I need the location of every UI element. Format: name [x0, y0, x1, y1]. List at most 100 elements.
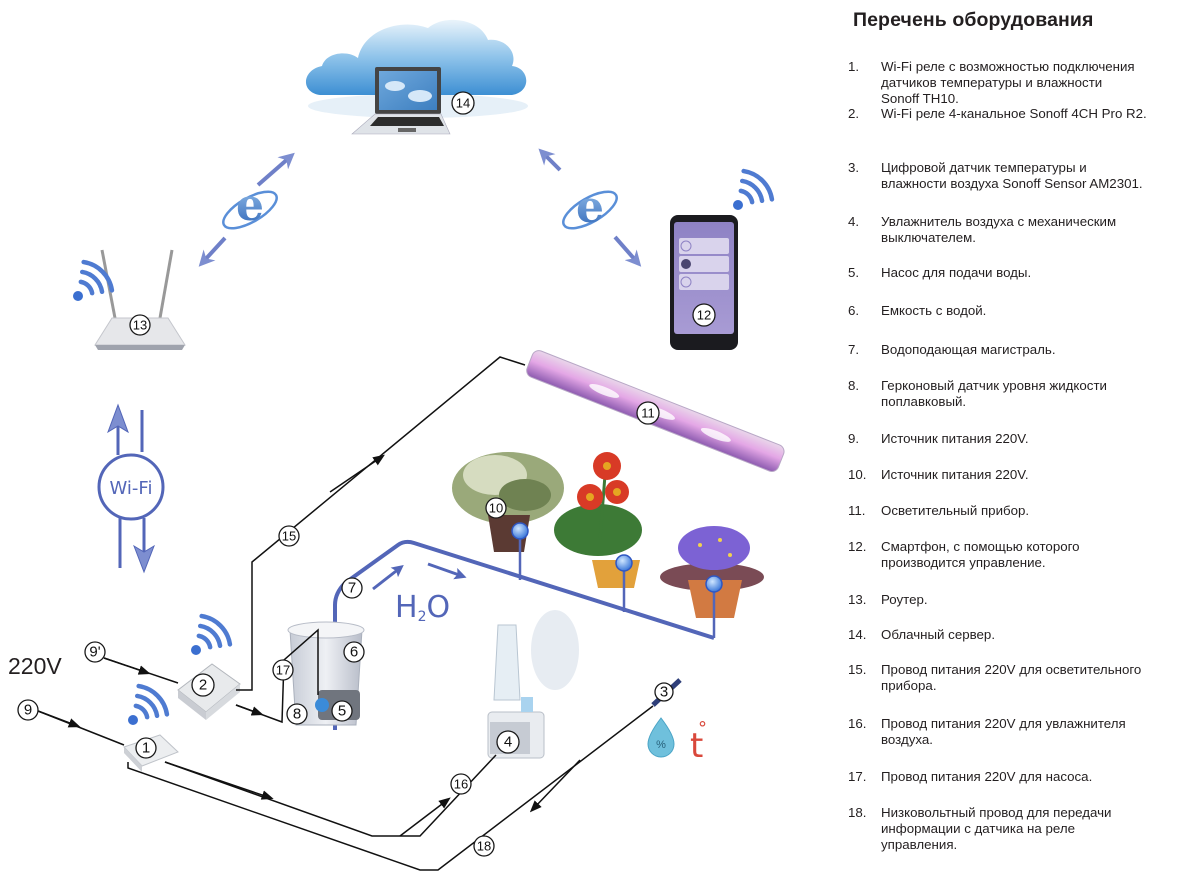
legend-item-number: 14. [848, 627, 867, 642]
legend-item: 8. Герконовый датчик уровня жидкости попл… [848, 378, 1198, 410]
legend-item-number: 7. [848, 342, 860, 357]
callout-17: 17 [272, 659, 294, 681]
legend-item-text: Герконовый датчик уровня жидкости поплав… [881, 378, 1107, 409]
legend-item-text: Цифровой датчик температуры и влажности … [881, 160, 1143, 191]
equipment-legend: Перечень оборудования 1. Wi-Fi реле с воз… [840, 0, 1200, 882]
smartphone-icon [670, 215, 738, 350]
plant-gerbera-icon [554, 452, 642, 588]
cloud-server-icon [305, 19, 528, 135]
legend-item-text: Низковольтный провод для передачи информ… [881, 805, 1112, 852]
legend-item: 13. Роутер. [848, 592, 1198, 608]
callout-2: 2 [191, 673, 215, 697]
svg-text:e: e [576, 182, 604, 233]
callout-10: 10 [485, 497, 507, 519]
legend-item-number: 1. [848, 59, 860, 74]
legend-item-text: Емкость с водой. [881, 303, 987, 318]
callout-1: 1 [135, 737, 157, 759]
legend-item-text: Провод питания 220V для осветительного п… [881, 662, 1142, 693]
legend-item: 18.Низковольтный провод для передачи инф… [848, 805, 1198, 853]
legend-item-number: 10. [848, 467, 867, 482]
callout-14: 14 [451, 91, 475, 115]
legend-item-number: 17. [848, 769, 867, 784]
legend-item-text: Насос для подачи воды. [881, 265, 1032, 280]
legend-item-number: 13. [848, 592, 867, 607]
svg-text:°: ° [698, 718, 707, 739]
legend-item: 11. Осветительный прибор. [848, 503, 1198, 519]
legend-item-text: Провод питания 220V для увлажнителя возд… [881, 716, 1126, 747]
svg-text:2: 2 [199, 677, 207, 694]
callout-9: 9 [17, 699, 39, 721]
humidity-drop-icon: % [647, 717, 675, 758]
callout-16: 16 [450, 773, 472, 795]
legend-item-text: Wi-Fi реле с возможностью подключения да… [881, 59, 1135, 106]
legend-item: 12. Смартфон, с помощью которого производ… [848, 539, 1198, 571]
legend-item-number: 11. [848, 503, 866, 518]
ie-internet-icon-2: e [562, 182, 618, 233]
callout-5: 5 [331, 700, 353, 722]
callout-13: 13 [129, 314, 151, 336]
svg-text:15: 15 [282, 529, 296, 544]
legend-item: 4. Увлажнитель воздуха с механическим вык… [848, 214, 1198, 246]
water-flow-arrows [372, 562, 467, 591]
svg-text:13: 13 [133, 318, 147, 333]
svg-text:10: 10 [489, 501, 503, 516]
legend-item-text: Роутер. [881, 592, 928, 607]
legend-item-text: Смартфон, с помощью которого производитс… [881, 539, 1080, 570]
legend-item: 17.Провод питания 220V для насоса. [848, 769, 1198, 785]
svg-text:12: 12 [697, 308, 711, 323]
phone-wifi-signal-icon [733, 168, 775, 210]
svg-text:e: e [236, 180, 264, 231]
callout-11: 11 [636, 401, 660, 425]
drip-lines [518, 533, 716, 638]
router-wifi-signal-icon [73, 259, 115, 301]
svg-text:4: 4 [504, 734, 512, 751]
legend-item-number: 8. [848, 378, 860, 393]
callout-6: 6 [343, 641, 365, 663]
callout-4: 4 [496, 730, 520, 754]
legend-item-number: 4. [848, 214, 860, 229]
relay-1-wifi-signal-icon [128, 683, 170, 725]
water-main-pipe [333, 539, 715, 730]
legend-item-text: Водоподающая магистраль. [881, 342, 1056, 357]
legend-item: 7. Водоподающая магистраль. [848, 342, 1198, 358]
legend-item: 1. Wi-Fi реле с возможностью подключения … [848, 59, 1198, 107]
legend-title: Перечень оборудования [853, 9, 1094, 31]
plant-foliage-icon [452, 452, 564, 552]
legend-item-number: 16. [848, 716, 867, 731]
callout-7: 7 [341, 577, 363, 599]
legend-item-number: 3. [848, 160, 860, 175]
svg-text:16: 16 [454, 777, 468, 792]
legend-item-text: Осветительный прибор. [881, 503, 1030, 518]
svg-text:t: t [690, 726, 703, 766]
callout-3: 3 [654, 682, 674, 702]
svg-text:3: 3 [660, 684, 668, 701]
legend-item-text: Источник питания 220V. [881, 467, 1029, 482]
legend-item-number: 6. [848, 303, 860, 318]
water-label: H2O [395, 590, 450, 625]
irrigation-diagram: e e Wi-Fi [8, 19, 785, 871]
svg-text:14: 14 [456, 96, 470, 111]
legend-item: 16. Провод питания 220V для увлажнителя в… [848, 716, 1198, 748]
voltage-label: 220V [8, 653, 62, 679]
svg-text:11: 11 [641, 406, 655, 421]
router-cloud-link [198, 152, 295, 267]
svg-text:1: 1 [142, 740, 150, 757]
power-wires [37, 356, 654, 871]
relay-2-wifi-signal-icon [191, 613, 233, 655]
legend-item-number: 5. [848, 265, 860, 280]
callout-8: 8 [286, 703, 308, 725]
legend-item-text: Источник питания 220V. [881, 431, 1029, 446]
legend-item-text: Облачный сервер. [881, 627, 996, 642]
legend-item-number: 12. [848, 539, 867, 554]
svg-text:17: 17 [276, 663, 290, 678]
legend-item-number: 2. [848, 106, 860, 121]
legend-item-number: 15. [848, 662, 867, 677]
svg-text:5: 5 [338, 703, 346, 720]
legend-item: 3. Цифровой датчик температуры и влажност… [848, 160, 1198, 192]
callout-18: 18 [473, 835, 495, 857]
plant-violet-icon [660, 526, 764, 618]
legend-item: 9.Источник питания 220V. [848, 431, 1198, 447]
svg-text:7: 7 [348, 580, 356, 597]
svg-text:18: 18 [477, 839, 491, 854]
legend-item-text: Увлажнитель воздуха с механическим выклю… [881, 214, 1117, 245]
